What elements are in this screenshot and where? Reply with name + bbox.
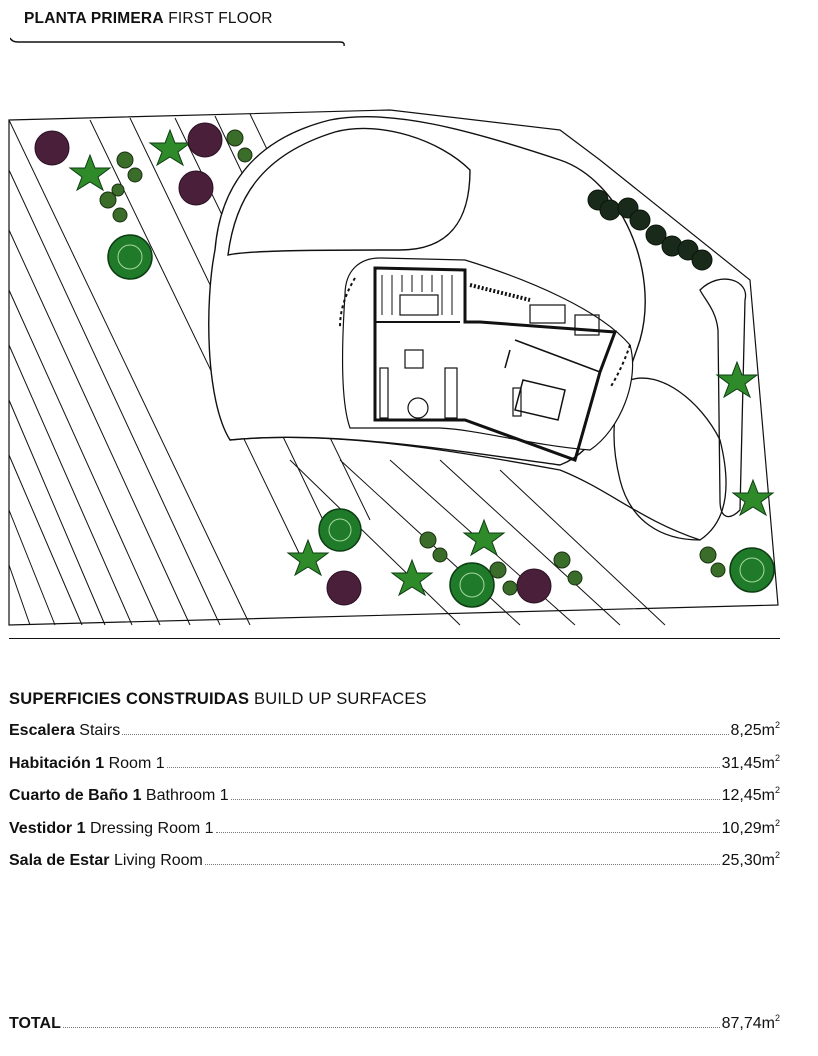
unit-exponent: 2 xyxy=(774,720,780,730)
surfaces-title-es: SUPERFICIES CONSTRUIDAS xyxy=(9,690,250,708)
house-footprint xyxy=(341,257,634,451)
tree-icon xyxy=(729,547,775,593)
surface-label-en: Living Room xyxy=(113,852,203,869)
stairs xyxy=(381,275,453,315)
palm-icon xyxy=(462,518,506,557)
surface-row: Sala de Estar Living Room 25,30m2 xyxy=(9,850,780,885)
surface-label-es: Cuarto de Baño 1 xyxy=(9,787,142,804)
surface-row: Escalera Stairs 8,25m2 xyxy=(9,720,780,755)
palm-icon xyxy=(68,153,112,192)
plan-title-es: PLANTA PRIMERA xyxy=(24,10,164,27)
terrace-lines xyxy=(8,113,666,626)
tree-icon xyxy=(318,508,362,552)
surface-label-es: Escalera xyxy=(9,722,75,739)
unit: m xyxy=(761,1015,775,1032)
palm-icon xyxy=(148,128,192,167)
plan-header: PLANTA PRIMERA FIRST FLOOR xyxy=(10,8,345,46)
surface-label-es: Vestidor 1 xyxy=(9,819,86,837)
surface-row: Vestidor 1 Dressing Room 1 10,29m2 xyxy=(9,817,780,853)
surface-row: Cuarto de Baño 1 Bathroom 1 12,45m2 xyxy=(9,785,780,820)
surface-label-en: Stairs xyxy=(79,722,121,739)
header-underline xyxy=(10,37,345,46)
shrub-icon xyxy=(187,122,223,158)
facade-louvres xyxy=(339,277,631,389)
plan-title-en: FIRST FLOOR xyxy=(168,10,273,27)
surfaces-list: Escalera Stairs 8,25m2 Habitación 1 Room… xyxy=(9,720,780,885)
surface-label-en: Room 1 xyxy=(108,754,165,772)
surface-value: 10,29 xyxy=(721,819,762,837)
unit: m xyxy=(761,819,775,837)
palm-icon xyxy=(390,558,434,597)
unit: m xyxy=(761,722,775,739)
unit-exponent: 2 xyxy=(774,850,780,860)
palm-icon-group xyxy=(68,128,775,597)
surface-value: 25,30 xyxy=(721,852,762,869)
total-row: TOTAL 87,74m2 xyxy=(9,1013,780,1048)
hedge-row xyxy=(587,189,713,271)
unit-exponent: 2 xyxy=(774,817,780,828)
floor-plan-drawing xyxy=(8,109,779,626)
surface-label-en: Dressing Room 1 xyxy=(89,819,214,837)
surface-value: 31,45 xyxy=(721,754,762,772)
surfaces-title-en: BUILD UP SURFACES xyxy=(254,690,427,708)
unit-exponent: 2 xyxy=(774,785,780,795)
house-walls xyxy=(373,266,618,462)
plan-title: PLANTA PRIMERA FIRST FLOOR xyxy=(24,10,273,28)
leader-dots xyxy=(166,766,720,768)
total-line: TOTAL 87,74m2 xyxy=(9,1013,780,1048)
leader-dots xyxy=(230,798,720,800)
shrub-icon xyxy=(326,570,362,606)
unit: m xyxy=(761,754,775,772)
unit-exponent: 2 xyxy=(774,1013,780,1023)
leader-dots xyxy=(215,831,720,833)
surface-value: 8,25 xyxy=(730,722,762,739)
garden-paths xyxy=(229,278,747,541)
plot-outline xyxy=(8,109,779,626)
palm-icon xyxy=(715,360,759,399)
bush-cluster-group xyxy=(99,129,726,596)
shrub-icon xyxy=(516,568,552,604)
unit: m xyxy=(761,787,775,804)
shrub-icon xyxy=(34,130,70,166)
tree-icon xyxy=(449,562,495,608)
surface-label-es: Sala de Estar xyxy=(9,852,110,869)
surfaces-title: SUPERFICIES CONSTRUIDAS BUILD UP SURFACE… xyxy=(9,690,427,709)
total-label: TOTAL xyxy=(9,1015,61,1032)
surface-label-es: Habitación 1 xyxy=(9,754,105,772)
surface-value: 12,45 xyxy=(721,787,762,804)
surface-row: Habitación 1 Room 1 31,45m2 xyxy=(9,752,780,788)
unit-exponent: 2 xyxy=(774,752,780,763)
total-value: 87,74 xyxy=(721,1015,762,1032)
shrub-icon-group xyxy=(34,122,552,606)
shrub-icon xyxy=(178,170,214,206)
surface-label-en: Bathroom 1 xyxy=(145,787,229,804)
palm-icon xyxy=(286,538,330,577)
unit: m xyxy=(761,852,775,869)
tree-icon-group xyxy=(107,234,775,608)
leader-dots xyxy=(62,1026,720,1028)
palm-icon xyxy=(731,478,775,517)
leader-dots xyxy=(122,733,729,735)
section-divider xyxy=(9,638,780,639)
tree-icon xyxy=(107,234,153,280)
leader-dots xyxy=(204,863,720,865)
